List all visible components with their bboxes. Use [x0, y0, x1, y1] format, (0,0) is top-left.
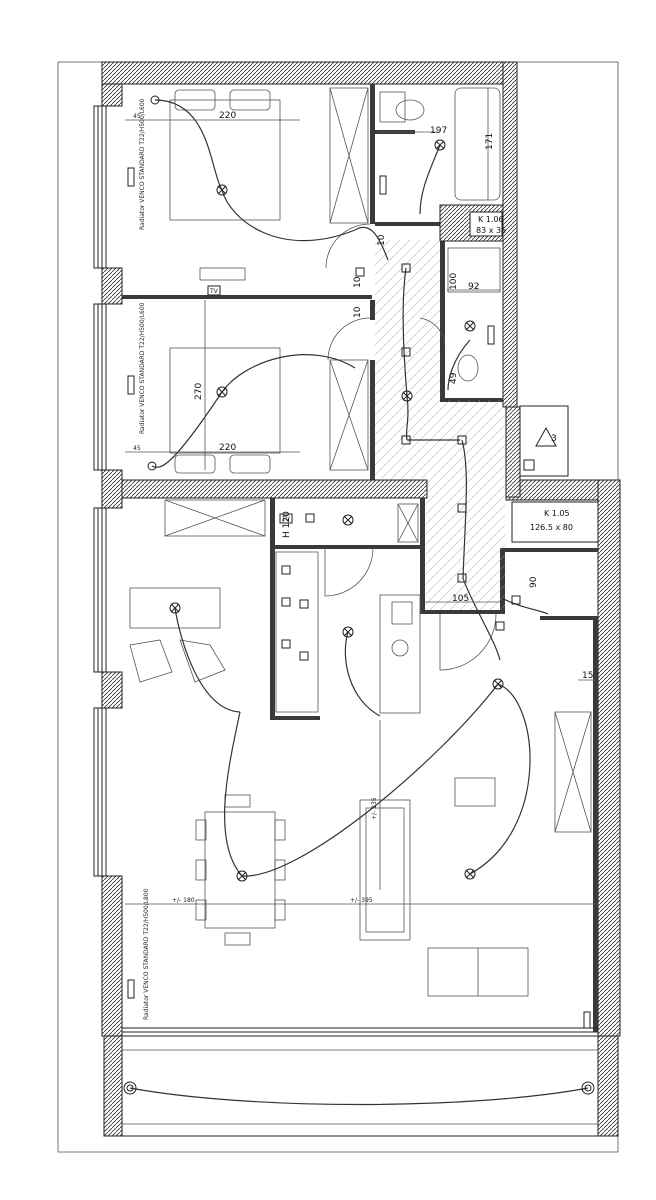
wardrobe-top [329, 87, 369, 224]
desk-top [199, 267, 246, 281]
k106-box: K 1.06 83 x 35 [469, 211, 506, 237]
bed-mid [169, 347, 281, 454]
dim-235: +/- 235 [371, 797, 378, 820]
desk-living [129, 587, 221, 629]
dining-table [204, 811, 276, 929]
dim-92: 92 [468, 282, 479, 292]
dim-10-a: 10 [377, 234, 387, 246]
dim-15: 15 [582, 671, 593, 681]
bathtub [454, 87, 501, 201]
exterior-walls [101, 61, 621, 1137]
k106-size: 83 x 35 [476, 226, 506, 235]
radiator-label-3: Radiator VENCO STANDARD T22/H500/L800 [143, 888, 150, 1020]
dim-100: 100 [449, 273, 459, 290]
hood-label: H 120 [282, 511, 292, 538]
dim-220-mid: 220 [219, 443, 236, 453]
dim-45-mid: 45 [133, 445, 141, 452]
radiator-label-1: Radiator VENCO STANDARD T22/H500/L600 [139, 98, 146, 230]
balcony [121, 1035, 599, 1137]
dim-45-top: 45 [133, 113, 141, 120]
dim-270: 270 [194, 383, 204, 400]
light-fixtures [123, 95, 595, 1095]
tv-markers: TV TV [207, 285, 293, 524]
kitchen-island [379, 594, 421, 714]
sofa [359, 799, 411, 941]
dim-105: 105 [452, 594, 469, 604]
entrance-marker: 3 [535, 426, 557, 447]
tv-unit [554, 711, 592, 833]
dim-10-b: 10 [353, 276, 363, 288]
radiator-label-2: Radiator VENCO STANDARD T22/H500/L600 [139, 302, 146, 434]
radiators [127, 167, 591, 1029]
electrical-wiring [129, 99, 589, 1106]
dim-10-c: 10 [353, 306, 363, 318]
dimension-labels: 220 45 220 45 270 197 171 100 92 49 +/- … [133, 111, 593, 904]
dim-90: 90 [529, 576, 539, 588]
dim-197: 197 [430, 126, 447, 136]
wardrobe-mid [329, 359, 369, 471]
k105-title: K 1.05 [544, 509, 570, 518]
dim-171: 171 [485, 133, 495, 150]
furniture [121, 87, 599, 1137]
coffee-table [454, 777, 496, 807]
tv-marker-bedroom: TV [209, 288, 219, 295]
wc-sink [447, 247, 501, 293]
bed-top [169, 99, 281, 221]
dim-395: +/- 395 [350, 897, 373, 904]
left-windows [93, 105, 107, 877]
k106-title: K 1.06 [478, 215, 504, 224]
dim-49: 49 [449, 372, 459, 384]
tv-marker-kitchen: TV [281, 516, 291, 523]
dim-180: +/- 180 [172, 897, 195, 904]
entrance-marker-label: 3 [551, 434, 557, 444]
switches [281, 263, 521, 661]
k105-size: 126.5 x 80 [530, 523, 573, 532]
dimension-lines [125, 88, 598, 905]
radiator-labels: Radiator VENCO STANDARD T22/H500/L600 Ra… [139, 98, 150, 1020]
entrance-block [519, 405, 569, 477]
sideboard [164, 499, 266, 537]
k105-box: K 1.05 126.5 x 80 [511, 501, 599, 543]
dim-220-top: 220 [219, 111, 236, 121]
